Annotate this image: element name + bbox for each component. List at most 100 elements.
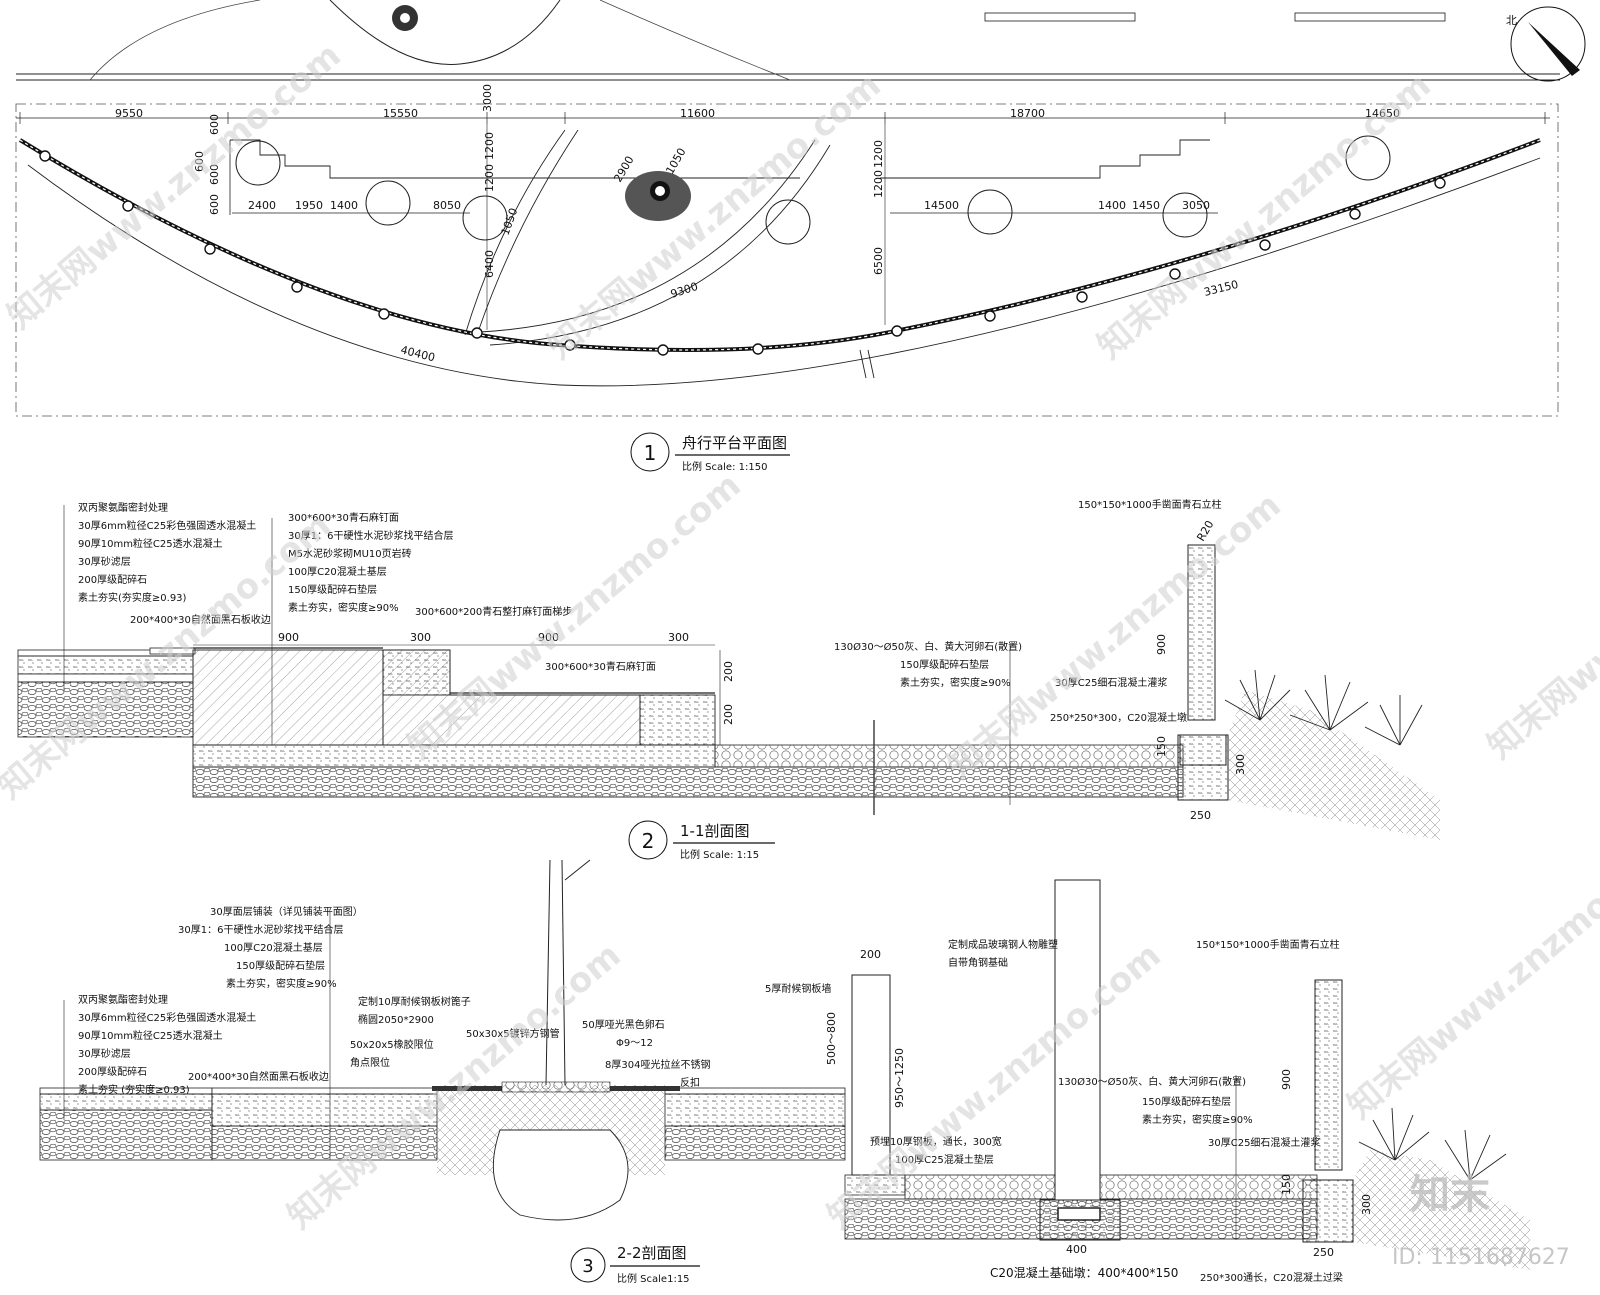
title-block-1: 1 舟行平台平面图 比例 Scale: 1:150 <box>630 432 790 473</box>
s22-tube-note: 50x30x5镀锌方钢管 <box>466 1027 560 1040</box>
dim-v-2: 1200 <box>483 164 496 192</box>
rope-post-icon <box>471 327 483 339</box>
s22-paving <box>211 1087 438 1095</box>
s11-left-note-6: 素土夯实(夯实度≥0.93) <box>78 591 187 604</box>
tree-icon <box>765 199 811 245</box>
rope-post-icon <box>1349 208 1361 220</box>
dim-v-6: 6500 <box>872 247 885 275</box>
s22-post-dim-4: 250 <box>1313 1246 1334 1259</box>
s11-concrete-base <box>192 744 716 768</box>
rope-post-icon <box>657 344 669 356</box>
s22-grout-note: 30厚C25细石混凝土灌浆 <box>1208 1136 1320 1149</box>
s11-pier-note: 250*250*300，C20混凝土墩 <box>1050 711 1187 724</box>
s22-pebble-note-1: 50厚哑光黑色卵石 <box>582 1018 665 1031</box>
s22-gravel-layer <box>39 1109 213 1161</box>
s11-right-note-3: 素土夯实，密实度≥90% <box>900 676 1011 689</box>
tree-icon <box>1345 135 1391 181</box>
s22-concrete-layer <box>39 1093 213 1111</box>
walkway-arc <box>464 129 566 336</box>
dim-top-6: 14650 <box>1365 107 1400 120</box>
s11-dim-2: 300 <box>410 631 431 644</box>
s11-post-dim-2: 150 <box>1155 736 1168 757</box>
dim-row-7: 1450 <box>1132 199 1160 212</box>
watermark-text: 知末网www.znzmo.com <box>1340 825 1600 1127</box>
s11-dim-4: 300 <box>668 631 689 644</box>
s22-post-footing <box>1302 1179 1354 1243</box>
tree-icon <box>365 180 411 226</box>
dim-top-3: 3000 <box>481 84 494 112</box>
section-1-1: 双丙聚氨酯密封处理 30厚6mm粒径C25彩色强固透水混凝土 90厚10mm粒径… <box>17 498 1440 840</box>
s22-subbase-r <box>664 1125 846 1161</box>
dim-row-4: 8050 <box>433 199 461 212</box>
s22-grate-left <box>432 1086 502 1091</box>
bench-icon <box>984 12 1136 22</box>
s22-right-note-1: 150厚级配碎石垫层 <box>1142 1095 1231 1108</box>
s22-subbase <box>211 1125 438 1161</box>
rope-post-icon <box>564 339 576 351</box>
dim-top-2: 15550 <box>383 107 418 120</box>
s22-rubber-note-2: 角点限位 <box>350 1056 390 1069</box>
s11-post-dim-4: 250 <box>1190 809 1211 822</box>
s22-wall-dim-2: 950～1250 <box>893 1048 906 1108</box>
s11-mid-note-4: 100厚C20混凝土基层 <box>288 565 387 578</box>
dimension-ticks <box>19 112 1546 124</box>
rope-post-icon <box>1434 177 1446 189</box>
s11-edge-note: 200*400*30自然面黑石板收边 <box>130 613 271 626</box>
s22-base-note: C20混凝土基础墩：400*400*150 <box>990 1265 1178 1280</box>
s22-edge-note: 200*400*30自然面黑石板收边 <box>188 1070 329 1083</box>
title-3-scale: 比例 Scale1:15 <box>617 1272 690 1285</box>
title-1-number: 1 <box>644 441 657 465</box>
s22-wall-dim-1: 500～800 <box>825 1012 838 1065</box>
rope-post-icon <box>204 243 216 255</box>
s22-stone-post <box>1314 979 1343 1171</box>
section-2-2: 30厚面层铺装（详见铺装平面图） 30厚1：6干硬性水泥砂浆找平结合层 100厚… <box>39 859 1530 1284</box>
dim-v-3: 1200 <box>872 140 885 168</box>
rope-post-icon <box>1076 291 1088 303</box>
s11-post-dim-3: 300 <box>1234 754 1247 775</box>
watermark-brand: 知末 <box>1410 1172 1490 1218</box>
plan-view: 北 9550 15550 3000 11600 18700 14650 600 … <box>15 0 1586 417</box>
dim-oval-2: 1050 <box>663 146 688 177</box>
dim-row-2: 1950 <box>295 199 323 212</box>
dim-row-5: 14500 <box>924 199 959 212</box>
s11-stone-face <box>639 694 716 746</box>
walkway-arc-4 <box>489 144 831 346</box>
tree-circles <box>235 135 1391 245</box>
s22-sculpt-note-2: 自带角钢基础 <box>948 956 1008 969</box>
s11-stone-post <box>1187 544 1216 721</box>
rope-post-icon <box>984 310 996 322</box>
tree-trunk-icon <box>545 859 591 1086</box>
dim-left-1: 600 <box>208 114 221 135</box>
dim-v-1: 1200 <box>483 132 496 160</box>
s11-post-note: 150*150*1000手凿面青石立柱 <box>1078 498 1222 511</box>
s22-fold-note: 反扣 <box>680 1076 700 1089</box>
s22-steel-note: 8厚304哑光拉丝不锈钢 <box>605 1058 710 1071</box>
s22-footing-note: 250*300通长，C20混凝土过梁 <box>1200 1271 1343 1284</box>
walkway-arc-3 <box>479 139 816 333</box>
dim-left-2: 600 <box>193 151 206 172</box>
s22-left-note-3: 90厚10mm粒径C25透水混凝土 <box>78 1029 223 1042</box>
s11-post-dim-1: 900 <box>1155 634 1168 655</box>
title-3-number: 3 <box>582 1256 593 1277</box>
s22-grate-right <box>610 1086 680 1091</box>
s11-mid-note-6: 素土夯实，密实度≥90% <box>288 601 399 614</box>
s22-grate-note-1: 定制10厚耐候钢板树篦子 <box>358 995 471 1008</box>
title-1-scale: 比例 Scale: 1:150 <box>682 460 767 473</box>
s11-stone-step <box>382 649 451 696</box>
shrub-icon <box>1224 669 1423 746</box>
s11-mid-note-3: M5水泥砂浆砌MU10页岩砖 <box>288 547 412 560</box>
s22-post-dim-2: 150 <box>1280 1174 1293 1195</box>
s22-black-pebbles <box>501 1081 611 1093</box>
s22-wall-dim: 200 <box>860 948 881 961</box>
tree-icon <box>1162 192 1208 238</box>
watermark-text: 知末网www.znzmo.com <box>1090 65 1439 367</box>
s11-right-note-2: 150厚级配碎石垫层 <box>900 658 989 671</box>
tree-icon <box>462 195 508 241</box>
s11-gravel-layer <box>17 681 194 738</box>
s22-steel-wall <box>851 974 891 1176</box>
s11-dim-3: 900 <box>538 631 559 644</box>
s22-root-ball <box>492 1129 629 1221</box>
s11-concrete-pier <box>1177 734 1229 801</box>
s11-slope-soil <box>1228 690 1440 840</box>
